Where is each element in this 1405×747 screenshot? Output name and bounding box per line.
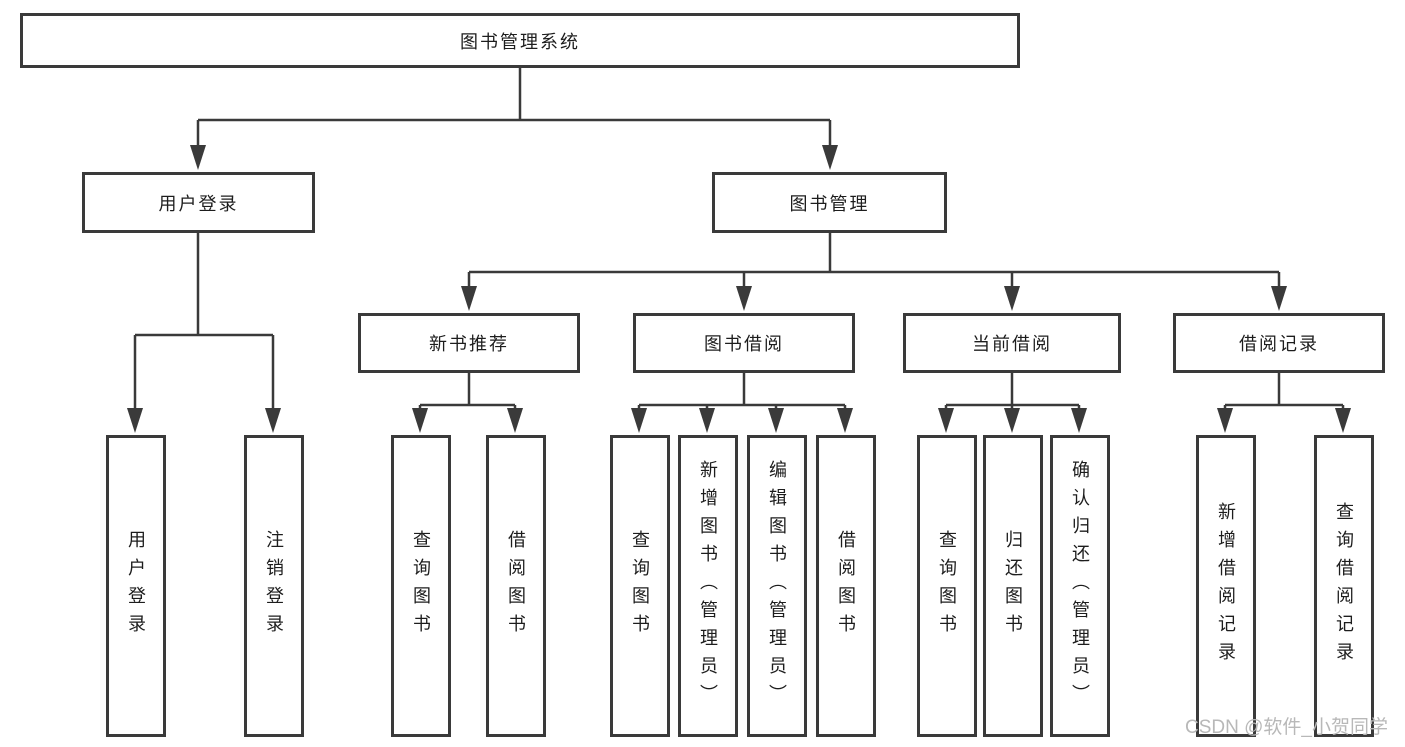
leaf-borrow-books-recommend: 借阅图书 [486,435,546,737]
leaf-query-borrow-record: 查询借阅记录 [1314,435,1374,737]
node-book-borrow: 图书借阅 [633,313,855,373]
node-root: 图书管理系统 [20,13,1020,68]
leaf-borrow-books-2: 借阅图书 [816,435,876,737]
leaf-query-books-current: 查询图书 [917,435,977,737]
node-user-login: 用户登录 [82,172,315,233]
csdn-watermark: CSDN @软件_小贺同学 [1185,717,1388,738]
node-book-management: 图书管理 [712,172,947,233]
leaf-confirm-return-admin: 确认归还（管理员） [1050,435,1110,737]
leaf-query-books-recommend: 查询图书 [391,435,451,737]
leaf-return-book: 归还图书 [983,435,1043,737]
leaf-query-books-borrow: 查询图书 [610,435,670,737]
leaf-edit-book-admin: 编辑图书（管理员） [747,435,807,737]
node-current-borrow: 当前借阅 [903,313,1121,373]
leaf-add-borrow-record: 新增借阅记录 [1196,435,1256,737]
leaf-user-login: 用户登录 [106,435,166,737]
node-borrow-records: 借阅记录 [1173,313,1385,373]
leaf-add-book-admin: 新增图书（管理员） [678,435,738,737]
node-new-book-recommend: 新书推荐 [358,313,580,373]
arrowheads [127,145,1351,433]
leaf-logout-login: 注销登录 [244,435,304,737]
